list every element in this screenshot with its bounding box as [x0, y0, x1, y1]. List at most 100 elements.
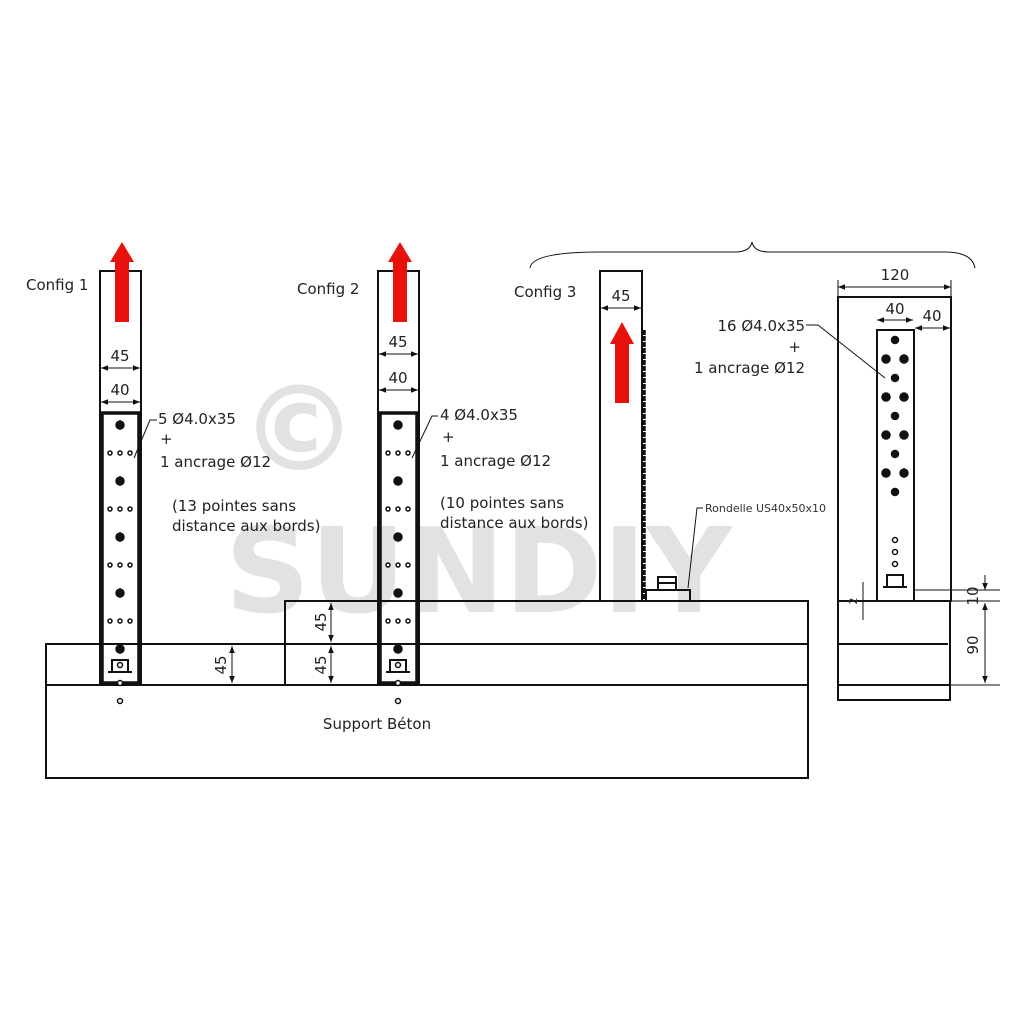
hole-icon: [116, 697, 124, 705]
hole-icon: [891, 560, 899, 568]
hole-icon: [395, 618, 401, 624]
config-3: Config 3 45 Rondelle US40x50x10: [514, 241, 976, 602]
dim-depth: 90: [964, 635, 982, 654]
hole-icon: [127, 618, 133, 624]
hole-icon: [115, 644, 125, 654]
hole-icon: [405, 506, 411, 512]
dim-washer: 10: [964, 586, 982, 605]
fastener-note: 16 Ø4.0x35: [718, 317, 805, 335]
fastener-note-plus: +: [788, 338, 801, 356]
hole-icon: [899, 430, 909, 440]
washer-label: Rondelle US40x50x10: [705, 502, 826, 515]
hole-icon: [899, 468, 909, 478]
uplift-arrow-icon: [610, 322, 634, 403]
hole-icon: [117, 618, 123, 624]
hole-icon: [385, 618, 391, 624]
hole-icon: [881, 430, 891, 440]
hole-icon: [385, 506, 391, 512]
dim-step-top: 45: [312, 612, 330, 631]
nails-note-1: (13 pointes sans: [172, 497, 296, 515]
hole-icon: [107, 618, 113, 624]
hole-icon: [395, 450, 401, 456]
hole-icon: [127, 506, 133, 512]
hole-icon: [395, 562, 401, 568]
anchor-bolt-icon: [883, 574, 907, 588]
dim-base: 45: [212, 655, 230, 674]
hole-icon: [899, 392, 909, 402]
hole-icon: [115, 476, 125, 486]
hole-icon: [116, 679, 124, 687]
uplift-arrow-icon: [110, 242, 134, 322]
config-2: Config 2 45 40 4 Ø4.0x35 + 1 ancrage Ø12…: [297, 242, 588, 705]
nails-note-2: distance aux bords): [440, 514, 588, 532]
concrete-support: Support Béton 45 45 45: [45, 600, 809, 779]
dim-plate: 40: [885, 300, 904, 318]
hole-icon: [394, 697, 402, 705]
watermark: © SUNDIY: [225, 360, 733, 640]
nails-note-2: distance aux bords): [172, 517, 320, 535]
hole-icon: [107, 450, 113, 456]
hole-icon: [890, 449, 900, 459]
hole-icon: [394, 679, 402, 687]
watermark-copyright: ©: [240, 360, 358, 498]
hole-icon: [393, 644, 403, 654]
hole-icon: [107, 562, 113, 568]
hole-icon: [890, 487, 900, 497]
anchor-bolt-icon: [386, 659, 410, 673]
hole-icon: [890, 411, 900, 421]
config-1-label: Config 1: [26, 276, 88, 294]
hole-icon: [405, 618, 411, 624]
perforation-holes: [107, 420, 133, 705]
hole-icon: [405, 562, 411, 568]
uplift-arrow-icon: [388, 242, 412, 322]
hole-icon: [393, 588, 403, 598]
hole-icon: [393, 476, 403, 486]
hole-icon: [107, 506, 113, 512]
hole-icon: [899, 354, 909, 364]
hole-icon: [395, 506, 401, 512]
hole-icon: [890, 373, 900, 383]
dim-step-bottom: 45: [312, 655, 330, 674]
hole-icon: [881, 354, 891, 364]
config-1: Config 1 45 40 5 Ø4.0x35 + 1 ancrage Ø12…: [26, 242, 320, 705]
hole-icon: [116, 661, 124, 669]
hole-icon: [405, 450, 411, 456]
brace: [529, 241, 976, 269]
config-2-label: Config 2: [297, 280, 359, 298]
nut-icon: [657, 576, 677, 591]
dim-outer: 45: [110, 347, 129, 365]
fastener-note-plus: +: [442, 428, 455, 446]
dim-side: 40: [922, 307, 941, 325]
anchor-note: 1 ancrage Ø12: [440, 452, 551, 470]
perforation-holes: [385, 420, 411, 705]
fastener-note: 4 Ø4.0x35: [440, 406, 518, 424]
hole-icon: [881, 392, 891, 402]
dim-gap: 2: [847, 598, 860, 605]
dim-outer: 45: [611, 287, 630, 305]
hole-icon: [393, 532, 403, 542]
hole-icon: [115, 532, 125, 542]
support-label: Support Béton: [323, 715, 431, 733]
hole-icon: [115, 588, 125, 598]
hole-icon: [891, 536, 899, 544]
hole-icon: [117, 506, 123, 512]
fastener-note: 5 Ø4.0x35: [158, 410, 236, 428]
hole-icon: [881, 468, 891, 478]
hole-icon: [891, 548, 899, 556]
hole-icon: [127, 450, 133, 456]
dim-inner: 40: [388, 369, 407, 387]
hole-icon: [393, 420, 403, 430]
anchor-note: 1 ancrage Ø12: [694, 359, 805, 377]
perforation-holes: [881, 335, 909, 588]
hole-icon: [394, 661, 402, 669]
anchor-bolt-icon: [108, 659, 132, 673]
config-3-label: Config 3: [514, 283, 576, 301]
hole-icon: [890, 335, 900, 345]
dim-outer: 45: [388, 333, 407, 351]
watermark-brand: SUNDIY: [225, 502, 733, 640]
hole-icon: [115, 420, 125, 430]
nails-note-1: (10 pointes sans: [440, 494, 564, 512]
hole-icon: [385, 450, 391, 456]
hole-icon: [117, 562, 123, 568]
